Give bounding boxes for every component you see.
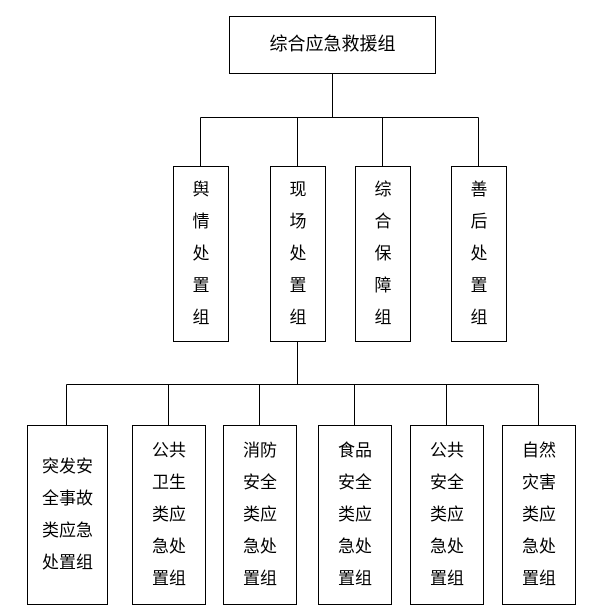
node-text-line: 全事故 (42, 489, 93, 509)
node-text-line: 类应急 (42, 521, 93, 541)
node-text-line: 类应 (430, 505, 464, 525)
subgroup-node-fire-safety: 消防 安全 类应 急处 置组 (223, 425, 297, 605)
group-node-aftermath: 善 后 处 置 组 (451, 166, 507, 342)
node-text-line: 置组 (152, 569, 186, 589)
node-text-line: 公共 (152, 441, 186, 461)
subgroup-node-natural-disaster: 自然 灾害 类应 急处 置组 (502, 425, 576, 605)
node-text-line: 置组 (338, 569, 372, 589)
node-text-line: 灾害 (522, 473, 556, 493)
node-text-line: 处 (192, 244, 210, 264)
node-text-line: 急处 (430, 537, 464, 557)
group-node-public-opinion: 舆 情 处 置 组 (173, 166, 229, 342)
node-text-line: 善 (470, 180, 488, 200)
node-text-line: 情 (192, 212, 210, 232)
node-text-line: 公共 (430, 441, 464, 461)
node-text-line: 组 (192, 308, 210, 328)
node-text-line: 卫生 (152, 473, 186, 493)
subgroup-node-safety-accident: 突发安 全事故 类应急 处置组 (27, 425, 108, 605)
node-text-line: 类应 (243, 505, 277, 525)
node-text-line: 组 (470, 308, 488, 328)
node-text-line: 舆 (192, 180, 210, 200)
subgroup-node-public-health: 公共 卫生 类应 急处 置组 (132, 425, 206, 605)
node-text-line: 置 (470, 276, 488, 296)
node-text-line: 处置组 (42, 553, 93, 573)
node-text-line: 类应 (522, 505, 556, 525)
root-node-label: 综合应急救援组 (269, 34, 396, 55)
node-text-line: 消防 (243, 441, 277, 461)
node-text-line: 安全 (430, 473, 464, 493)
node-text-line: 现 (289, 180, 307, 200)
node-text-line: 合 (374, 212, 392, 232)
node-text-line: 急处 (243, 537, 277, 557)
node-text-line: 障 (374, 276, 392, 296)
node-text-line: 安全 (243, 473, 277, 493)
node-text-line: 类应 (338, 505, 372, 525)
node-text-line: 后 (470, 212, 488, 232)
node-text-line: 急处 (522, 537, 556, 557)
node-text-line: 置 (192, 276, 210, 296)
subgroup-node-public-security: 公共 安全 类应 急处 置组 (410, 425, 484, 605)
node-text-line: 类应 (152, 505, 186, 525)
node-text-line: 安全 (338, 473, 372, 493)
node-text-line: 组 (374, 308, 392, 328)
root-node: 综合应急救援组 (229, 16, 436, 74)
node-text-line: 置 (289, 276, 307, 296)
node-text-line: 处 (289, 244, 307, 264)
node-text-line: 食品 (338, 441, 372, 461)
node-text-line: 置组 (522, 569, 556, 589)
node-text-line: 突发安 (42, 457, 93, 477)
node-text-line: 急处 (338, 537, 372, 557)
group-node-support: 综 合 保 障 组 (355, 166, 411, 342)
node-text-line: 置组 (243, 569, 277, 589)
node-text-line: 急处 (152, 537, 186, 557)
node-text-line: 自然 (522, 441, 556, 461)
node-text-line: 组 (289, 308, 307, 328)
node-text-line: 场 (289, 212, 307, 232)
node-text-line: 综 (374, 180, 392, 200)
node-text-line: 保 (374, 244, 392, 264)
group-node-on-site: 现 场 处 置 组 (270, 166, 326, 342)
node-text-line: 置组 (430, 569, 464, 589)
subgroup-node-food-safety: 食品 安全 类应 急处 置组 (318, 425, 392, 605)
node-text-line: 处 (470, 244, 488, 264)
